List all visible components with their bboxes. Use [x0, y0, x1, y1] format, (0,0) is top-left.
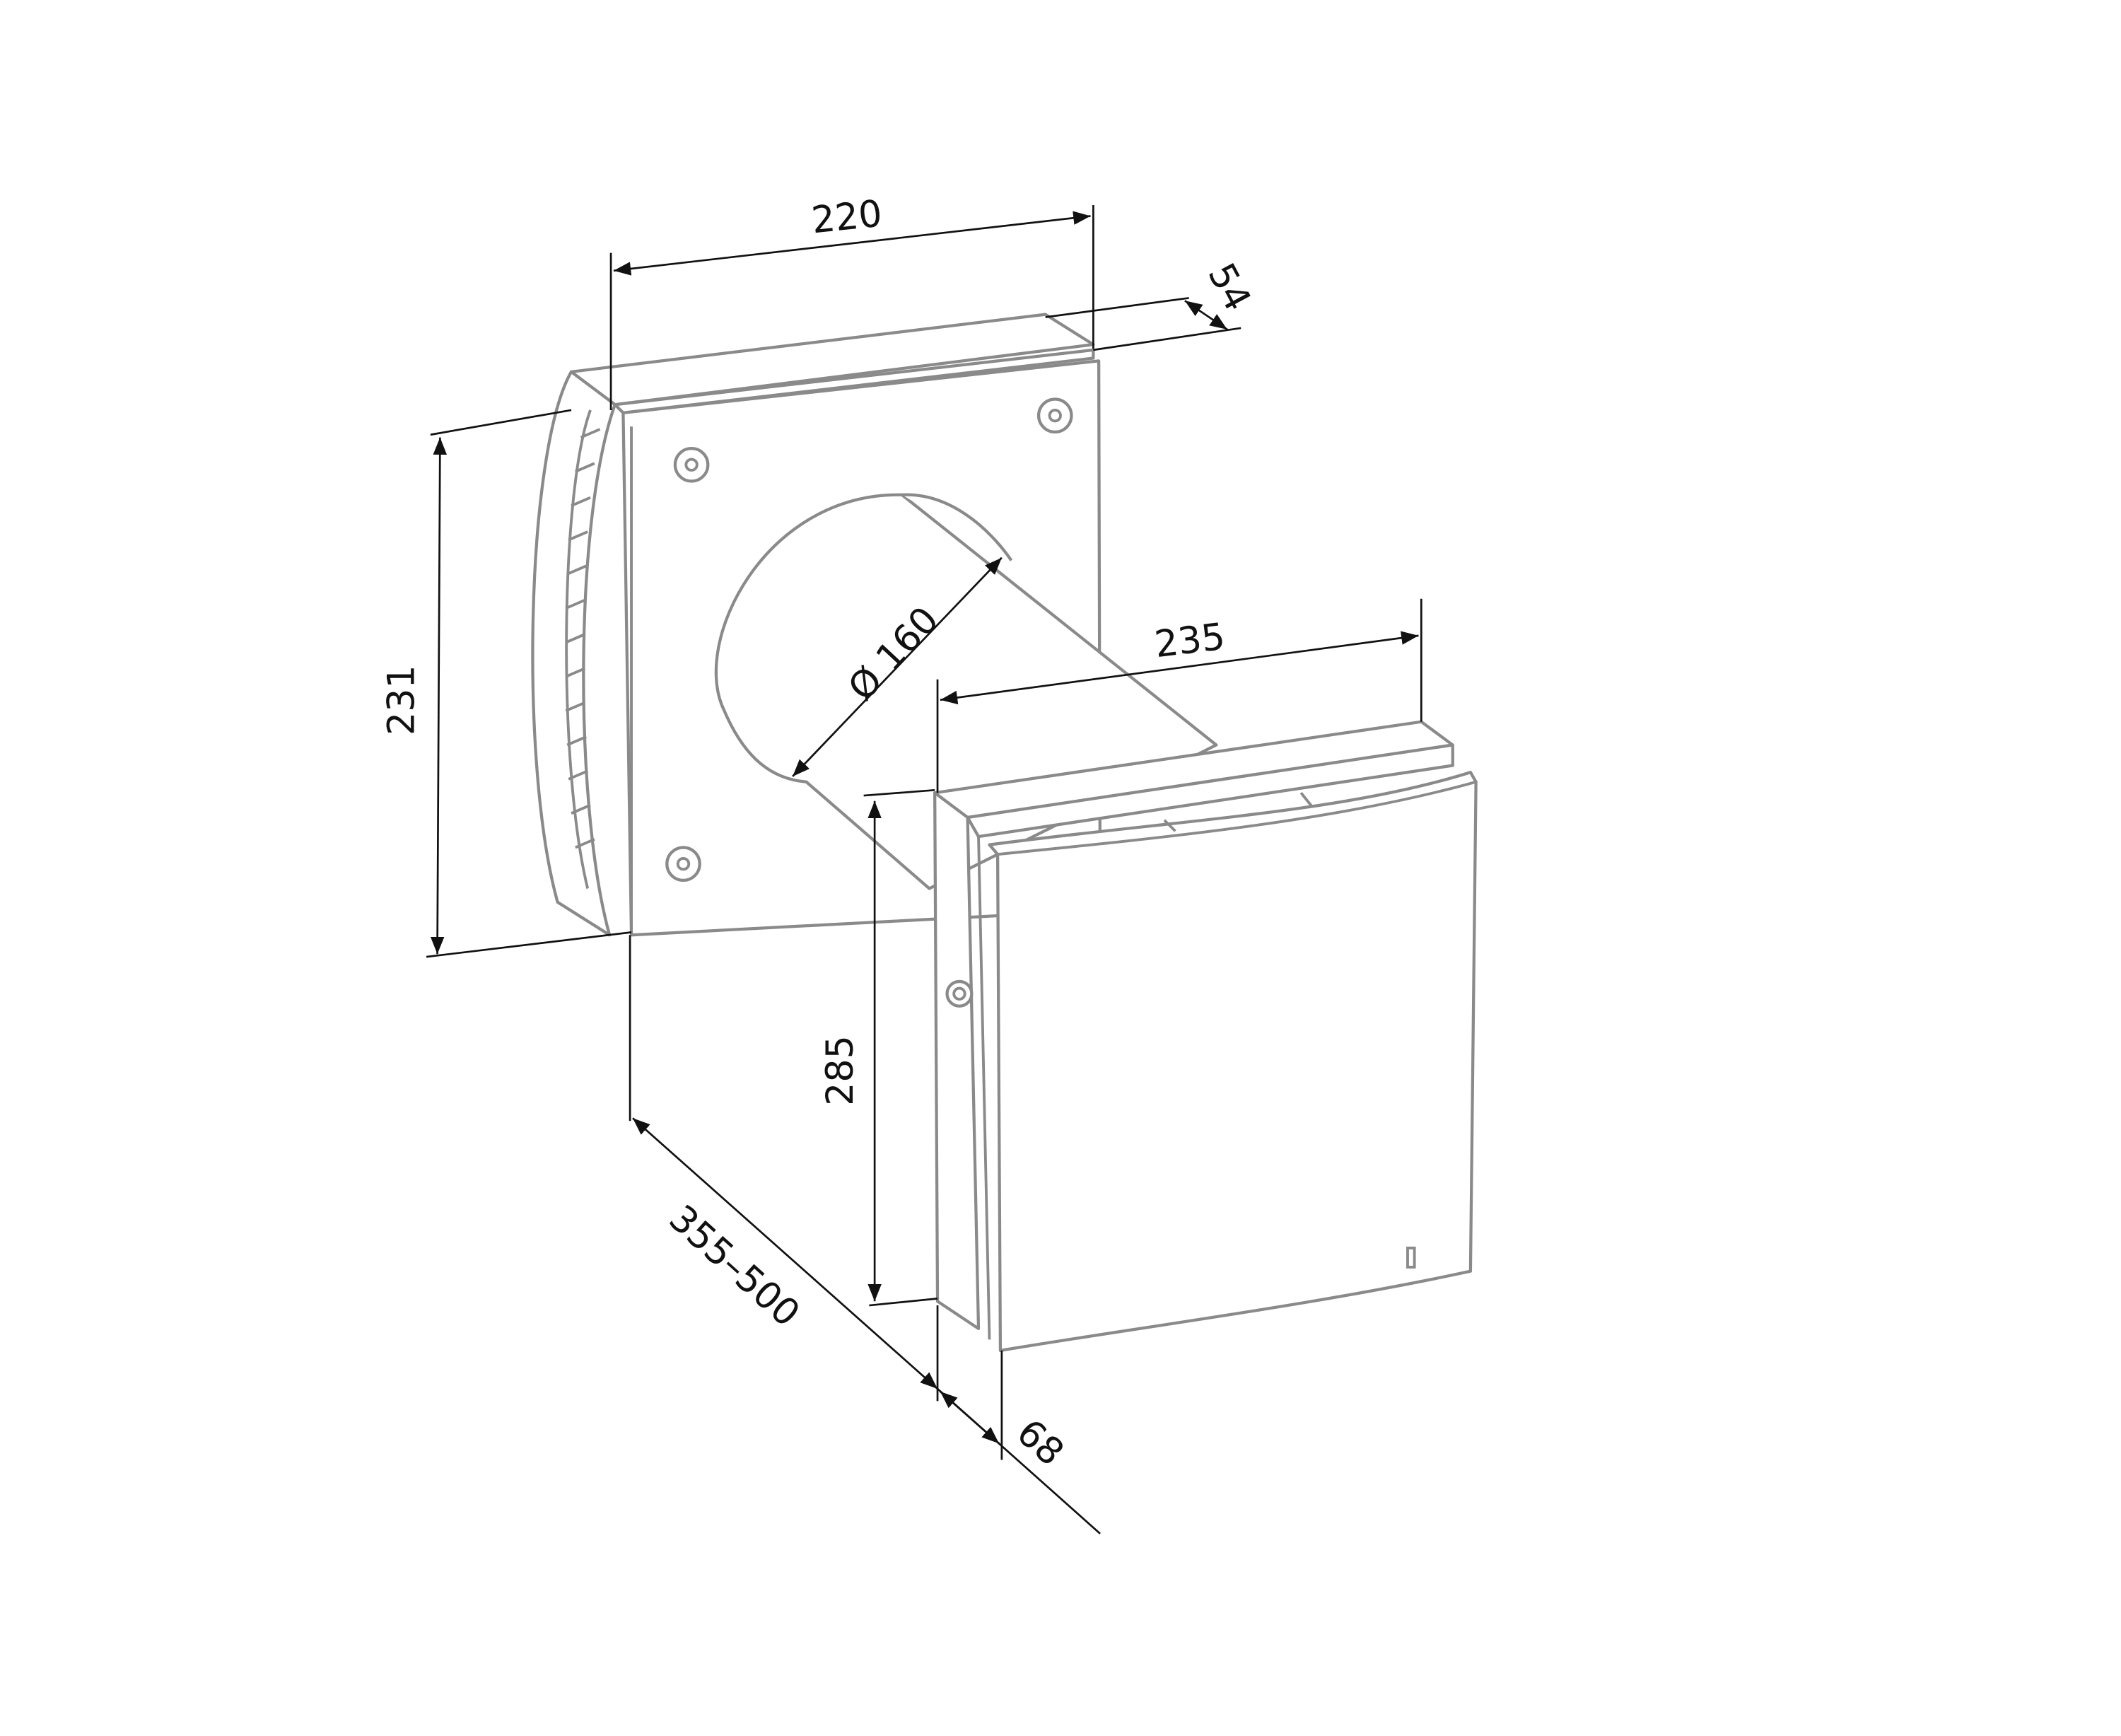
dim-back-height: 231: [381, 665, 423, 735]
dim-front-height: 285: [819, 1035, 862, 1106]
dimension-lines: [426, 204, 1422, 1534]
dim-front-width: 235: [1152, 616, 1227, 667]
dim-back-depth: 54: [1199, 257, 1258, 318]
dim-wall-thickness: 355–500: [661, 1197, 808, 1335]
grille-slats: [565, 428, 601, 849]
dim-top-width: 220: [810, 192, 884, 242]
dim-front-depth: 68: [1008, 1411, 1072, 1474]
inner-unit: [933, 720, 1478, 1352]
